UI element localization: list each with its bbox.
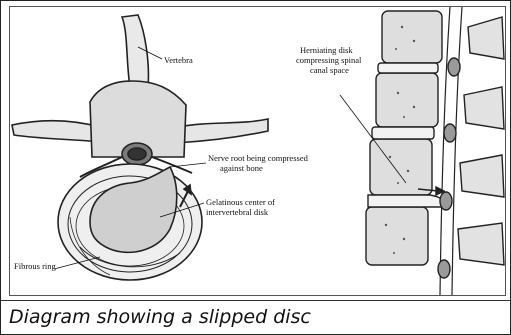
label-herniating-1: Herniating disk	[300, 45, 353, 55]
label-fibrous-ring: Fibrous ring	[14, 261, 57, 271]
label-herniating-3: canal space	[310, 65, 349, 75]
label-nerve-root-1: Nerve root being compressed	[208, 153, 309, 163]
anatomy-drawing: Vertebra Nerve root being compressed aga…	[10, 7, 505, 295]
label-gelatinous-1: Gelatinous center of	[206, 197, 275, 207]
figure-caption: Diagram showing a slipped disc	[9, 301, 504, 333]
label-herniating-2: compressing spinal	[296, 55, 362, 65]
label-vertebra: Vertebra	[164, 55, 193, 65]
vertebra-top-view	[12, 15, 268, 280]
slipped-disc-illustration: Vertebra Nerve root being compressed aga…	[9, 6, 506, 296]
spine-side-view	[366, 7, 504, 295]
label-nerve-root-2: against bone	[220, 163, 263, 173]
label-gelatinous-2: intervertebral disk	[206, 207, 269, 217]
